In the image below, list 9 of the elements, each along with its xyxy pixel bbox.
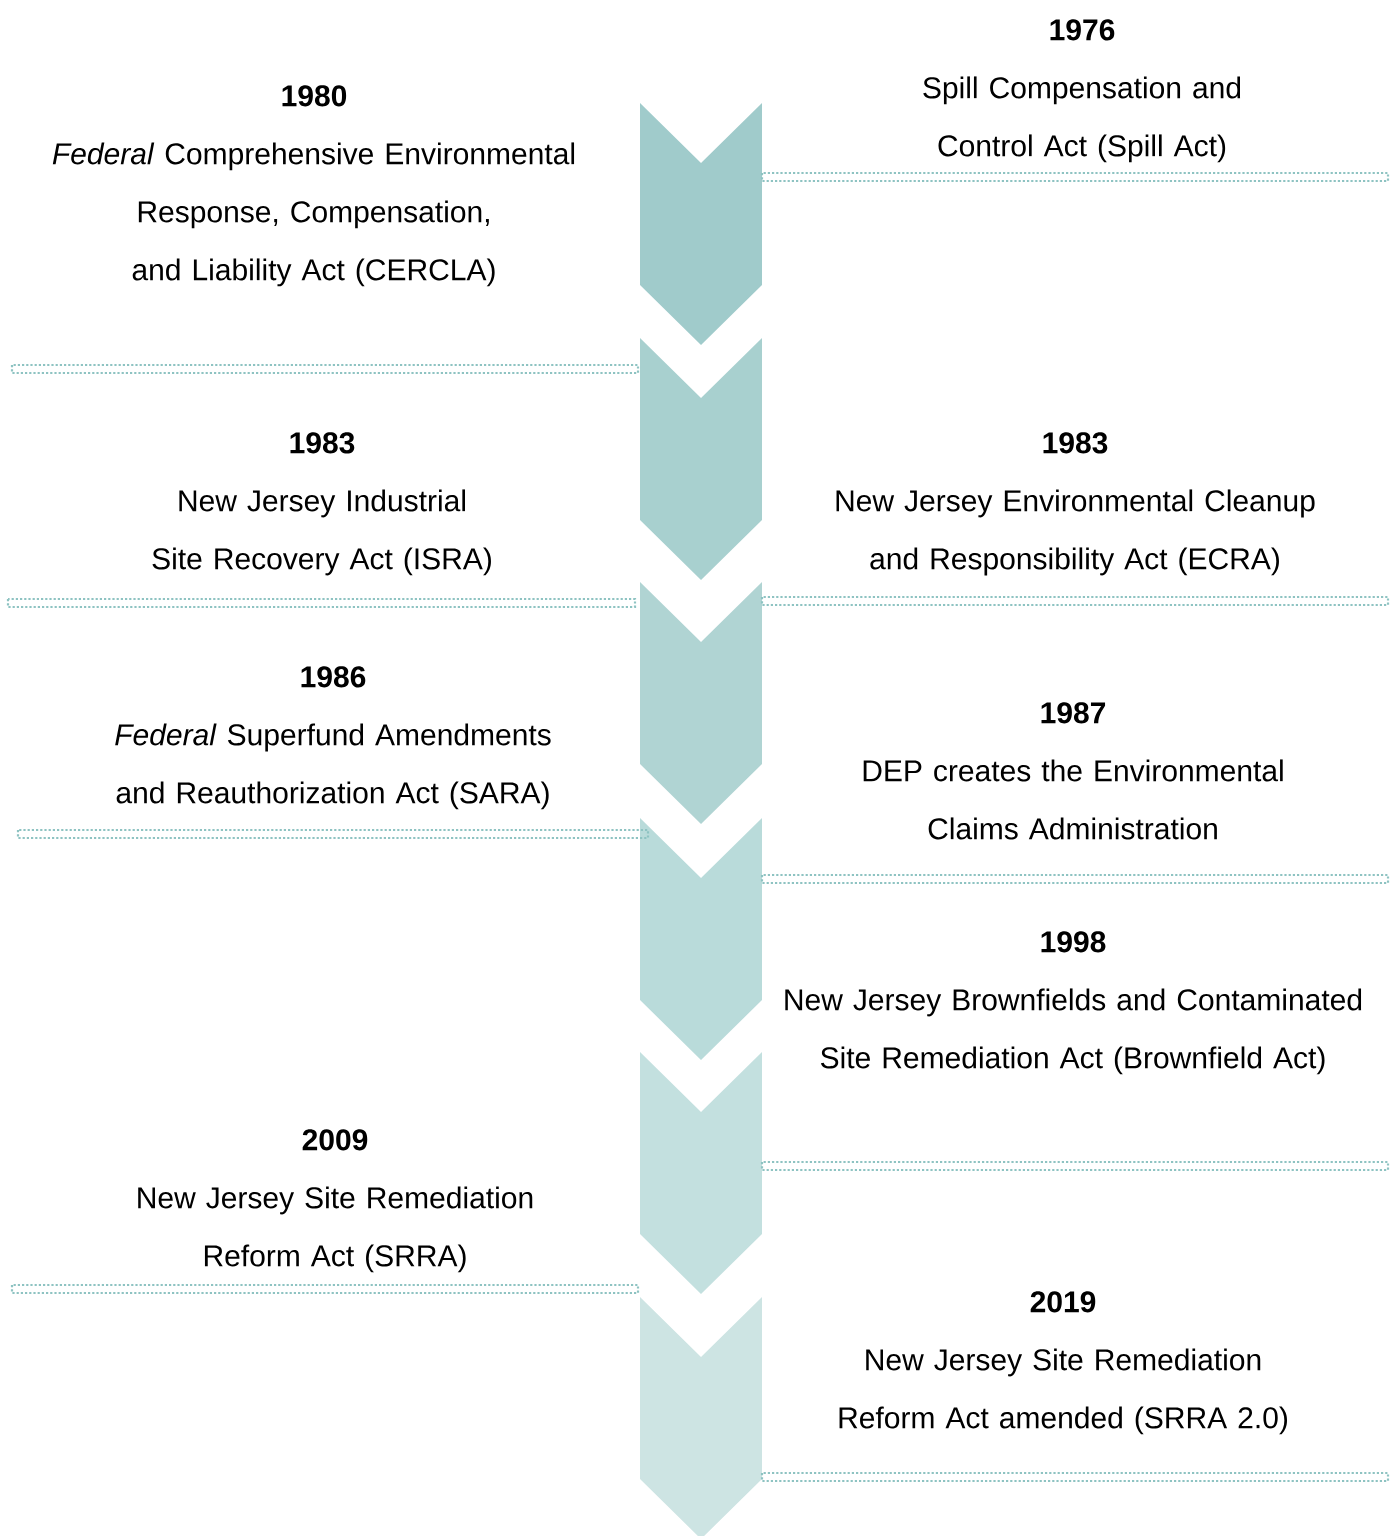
timeline-entry: 1983 New Jersey Industrial Site Recovery Act (ISRA)	[152, 432, 491, 576]
timeline-entry: 2019 New Jersey Site Remediation Reform Act amended (SRRA 2.0)	[839, 1291, 1287, 1435]
timeline-entry: 1998 New Jersey Brownfields and Contaminated Site Remediation Act (Brownfield Act)	[785, 931, 1362, 1075]
timeline-entry: 1986 Federal Superfund Amendments and Reauthorization Act (SARA)	[115, 666, 551, 810]
timeline-entry: 1983 New Jersey Environmental Cleanup and Responsibility Act (ECRA)	[836, 432, 1315, 576]
timeline-entry: 1976 Spill Compensation and Control Act (Spill Act)	[923, 19, 1241, 163]
timeline-entry: 2009 New Jersey Site Remediation Reform Act (SRRA)	[138, 1129, 533, 1273]
timeline-entry: 1980 Federal Comprehensive Environmental Response, Compensation, and Liability Act (CERCLA)	[52, 85, 575, 287]
timeline-entry: 1987 DEP creates the Environmental Claims Administration	[863, 702, 1283, 840]
